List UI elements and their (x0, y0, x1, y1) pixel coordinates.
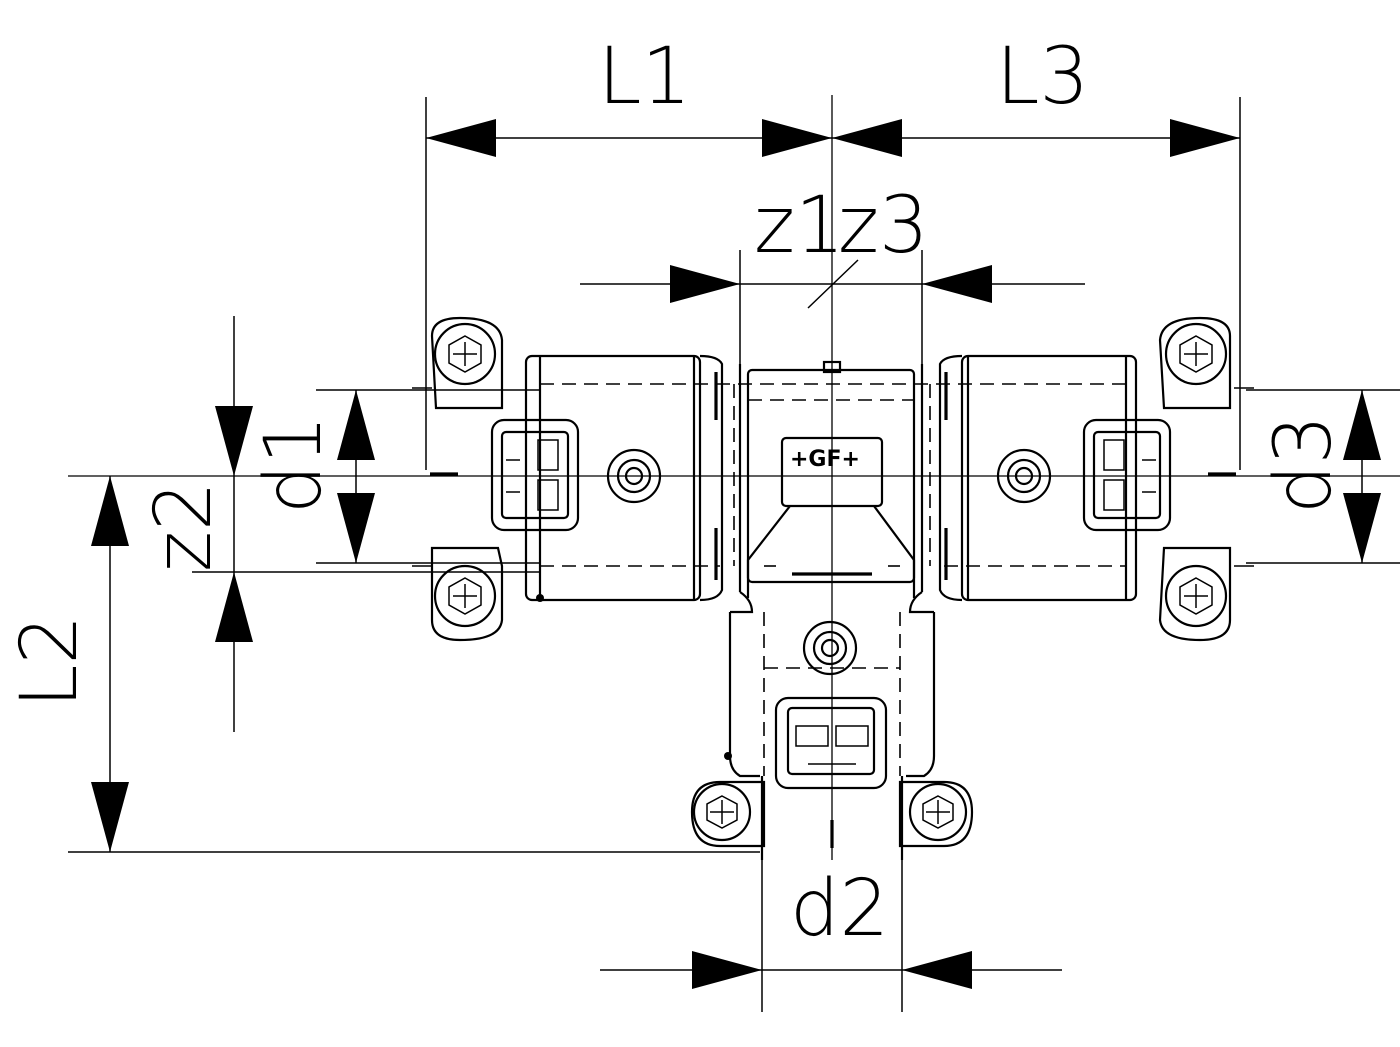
label-z2: z2 (139, 481, 229, 572)
terminal-connectors (490, 418, 1172, 790)
dimension-d1: d1 (249, 389, 540, 564)
dimension-l1-l3: L1 L3 (425, 32, 1241, 470)
dimension-z1-z3: z1 z3 (580, 181, 1085, 380)
label-d2: d2 (790, 864, 889, 954)
label-z3: z3 (838, 181, 929, 271)
gf-logo: +GF+ (790, 447, 860, 472)
dimension-l2: L2 (5, 476, 760, 853)
label-d3: d3 (1259, 415, 1349, 514)
clamp-bolts (412, 316, 1254, 848)
label-l2: L2 (5, 615, 95, 708)
tee-body: +GF+ (524, 354, 1138, 860)
label-d1: d1 (249, 415, 339, 514)
fusion-indicators (606, 448, 1052, 676)
label-l3: L3 (996, 32, 1089, 122)
dimension-z2: z2 (139, 316, 540, 732)
pipe-marks (430, 472, 1236, 760)
dimension-d2: d2 (600, 815, 1062, 1012)
label-l1: L1 (598, 32, 691, 122)
label-z1: z1 (754, 181, 845, 271)
dimension-d3: d3 (1246, 389, 1400, 564)
